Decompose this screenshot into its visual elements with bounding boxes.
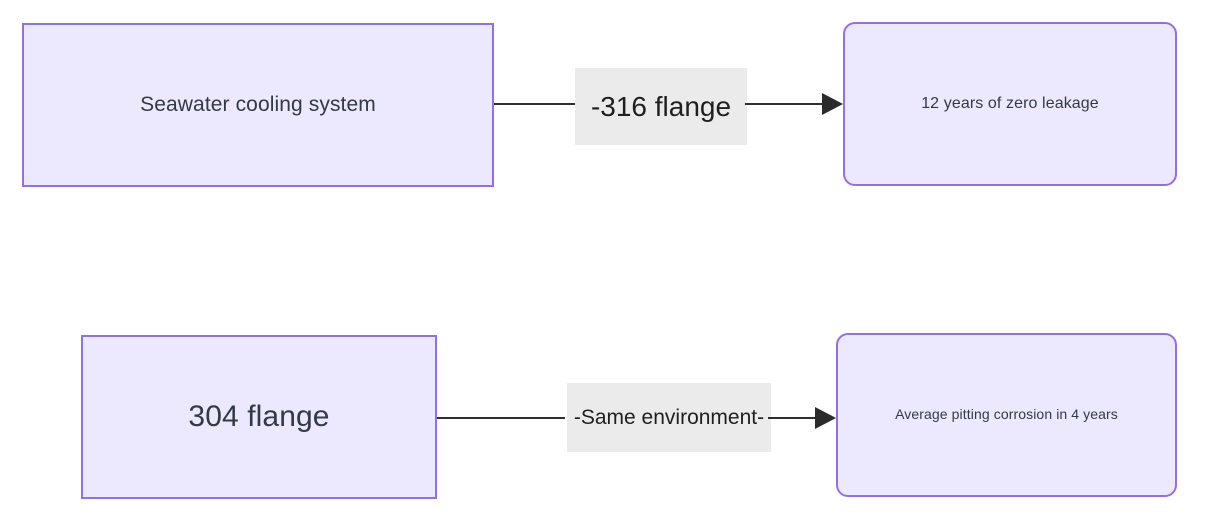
edge-top-line-left — [494, 103, 576, 105]
node-label: Average pitting corrosion in 4 years — [895, 406, 1118, 423]
edge-label-same-environment[interactable]: -Same environment- — [567, 383, 771, 452]
node-seawater-cooling-system[interactable]: Seawater cooling system — [22, 23, 494, 187]
node-label: 12 years of zero leakage — [921, 95, 1099, 112]
edge-label-316-flange[interactable]: -316 flange — [575, 68, 747, 145]
arrow-right-icon — [815, 407, 836, 429]
edge-bottom-line-left — [437, 417, 565, 419]
node-304-flange[interactable]: 304 flange — [81, 335, 437, 499]
edge-bottom-line-right — [768, 417, 821, 419]
edge-label-text: -316 flange — [590, 90, 732, 122]
node-label: Seawater cooling system — [140, 92, 376, 116]
arrow-right-icon — [822, 93, 843, 115]
node-average-pitting-corrosion[interactable]: Average pitting corrosion in 4 years — [836, 333, 1177, 497]
edge-top-line-right — [745, 103, 828, 105]
node-12-years-of-zero-leakage[interactable]: 12 years of zero leakage — [843, 22, 1177, 186]
node-label: 304 flange — [188, 400, 330, 434]
edge-label-text: -Same environment- — [573, 405, 765, 429]
